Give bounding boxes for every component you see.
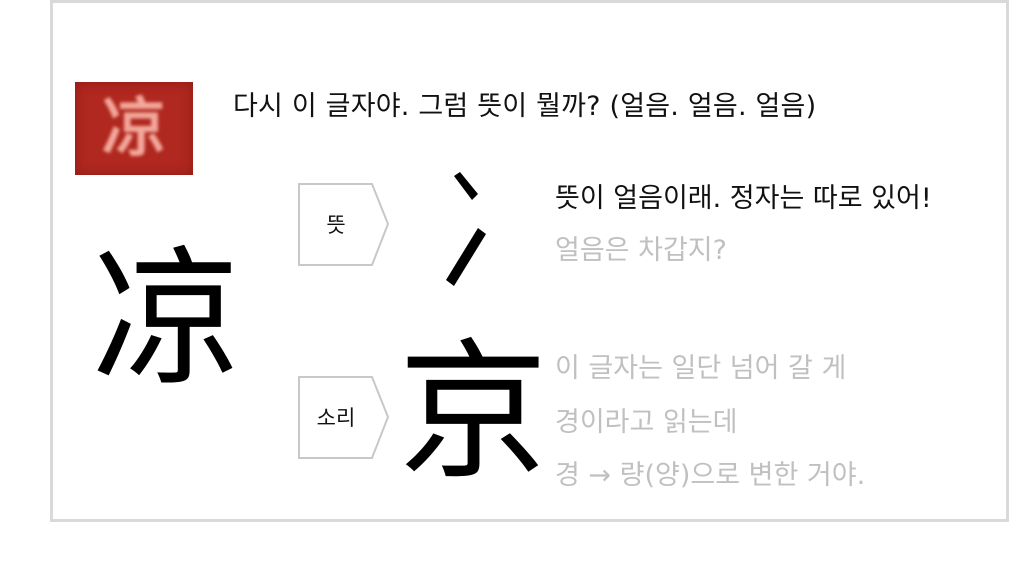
arrow-pentagon-icon	[298, 183, 390, 266]
meaning-arrow-box: 뜻	[298, 183, 390, 266]
character-tile: 凉	[75, 82, 193, 175]
meaning-line-2: 얼음은 차갑지?	[555, 235, 727, 266]
sound-arrow-box: 소리	[298, 376, 390, 459]
ice-radical-glyph	[446, 172, 486, 286]
main-character: 凉	[92, 233, 243, 407]
arrow-pentagon-icon	[298, 376, 390, 459]
tile-character: 凉	[102, 90, 166, 166]
sound-label: 소리	[316, 406, 356, 430]
meaning-label: 뜻	[326, 213, 346, 237]
slide-frame	[50, 0, 1009, 522]
question-text: 다시 이 글자야. 그럼 뜻이 뭘까? (얼음. 얼음. 얼음)	[233, 91, 817, 122]
sound-line-2: 경이라고 읽는데	[555, 407, 738, 438]
sound-line-3: 경 → 량(양)으로 변한 거야.	[555, 460, 866, 491]
sound-line-1: 이 글자는 일단 넘어 갈 게	[555, 353, 847, 384]
meaning-line-1: 뜻이 얼음이래. 정자는 따로 있어!	[555, 183, 932, 214]
sound-component: 京	[398, 326, 549, 500]
